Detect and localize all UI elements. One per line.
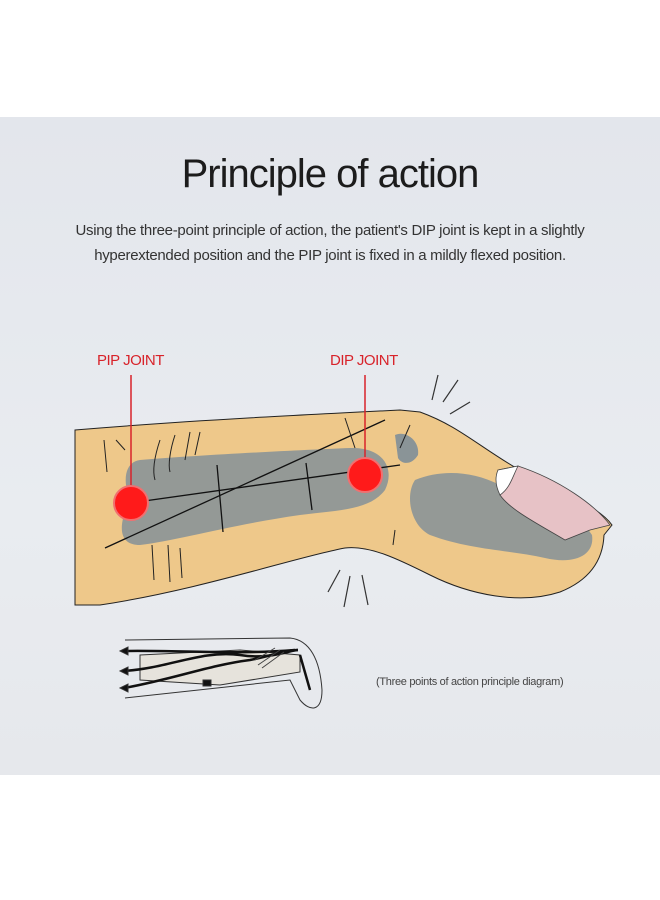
nail bbox=[497, 465, 611, 541]
pip-joint-marker bbox=[113, 485, 149, 521]
middle-phalanx-bone bbox=[121, 447, 389, 545]
dip-joint-label: DIP JOINT bbox=[330, 352, 398, 369]
distal-bone bbox=[395, 433, 419, 463]
diagram-caption: (Three points of action principle diagra… bbox=[376, 676, 564, 688]
description: Using the three-point principle of actio… bbox=[75, 222, 585, 264]
pip-joint-label: PIP JOINT bbox=[97, 352, 164, 369]
skin-creases bbox=[103, 417, 411, 583]
nail-lunula bbox=[495, 465, 519, 496]
three-point-sketch bbox=[118, 637, 323, 709]
motion-lines bbox=[327, 374, 471, 608]
page-title: Principle of action bbox=[181, 152, 480, 196]
distal-phalanx-bone bbox=[410, 473, 593, 561]
dip-joint-marker bbox=[347, 457, 383, 493]
